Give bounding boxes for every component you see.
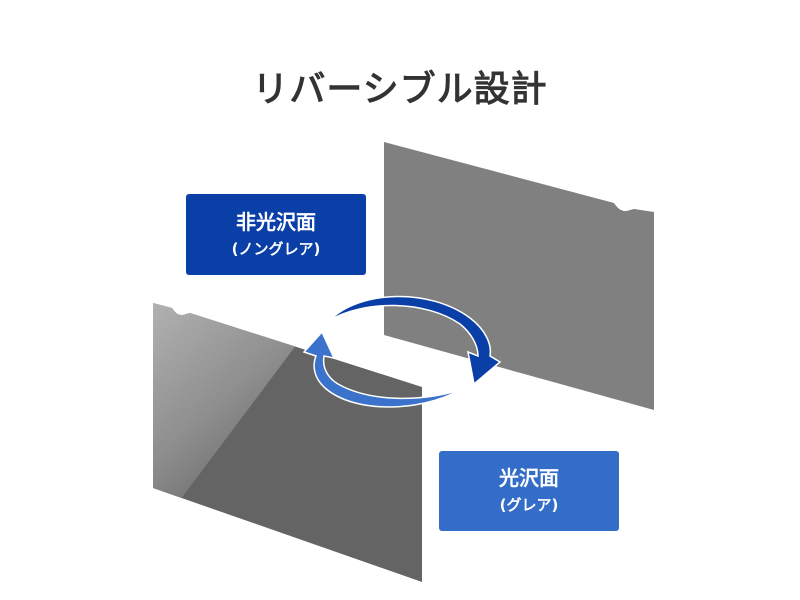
page-title: リバーシブル設計 — [252, 69, 548, 110]
label-glare-sub: (グレア) — [499, 496, 559, 514]
label-glare: 光沢面 (グレア) — [439, 451, 619, 531]
label-non-glare-sub: (ノングレア) — [231, 239, 321, 258]
label-non-glare: 非光沢面 (ノングレア) — [186, 194, 366, 275]
label-non-glare-main: 非光沢面 — [236, 209, 316, 234]
back-panel-matte — [384, 142, 654, 410]
rotate-arrows-icon — [302, 295, 502, 408]
front-panel-glossy — [153, 303, 422, 582]
label-glare-main: 光沢面 — [499, 466, 559, 490]
